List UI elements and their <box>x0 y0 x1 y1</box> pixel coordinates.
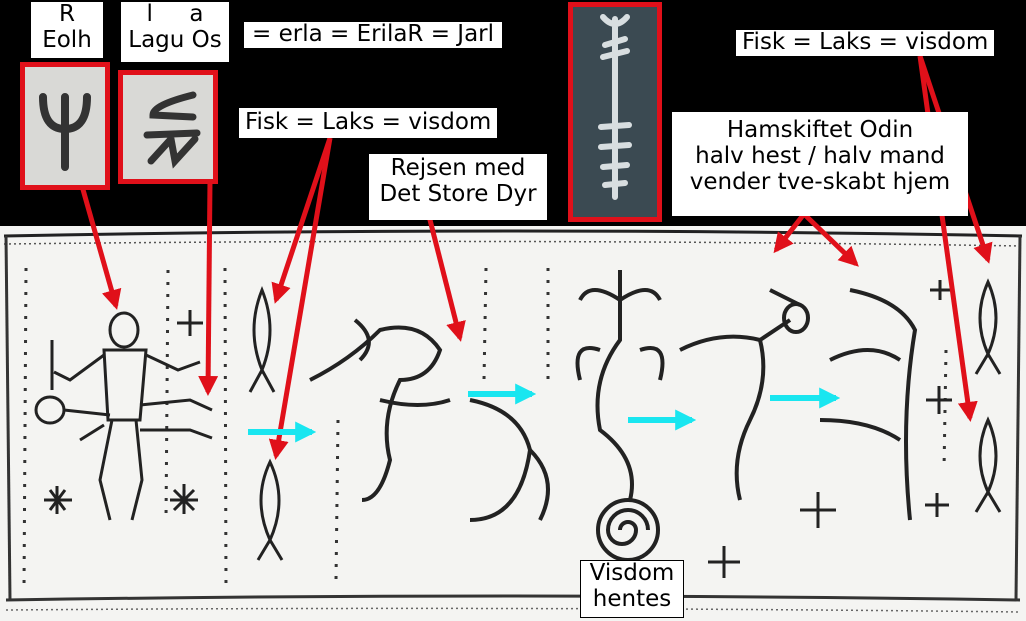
rune-r-letter: R <box>59 1 75 27</box>
fish-label-top-right: Fisk = Laks = visdom <box>736 29 995 56</box>
rune-la-label: l a Lagu Os <box>121 1 229 62</box>
star-glyphs <box>44 280 952 578</box>
stone-inscription-box <box>568 2 662 222</box>
rune-r-label: R Eolh <box>31 1 103 58</box>
cyan-journey-arrows <box>248 383 841 443</box>
rune-la-image-box <box>118 70 218 184</box>
wisdom-line-1: Visdom <box>589 560 675 586</box>
warrior-figure <box>34 311 213 521</box>
rune-la-letters: l a <box>146 1 204 27</box>
journey-line-2: Det Store Dyr <box>379 180 537 207</box>
rune-r-image-box <box>20 62 110 190</box>
dotted-dividers <box>22 267 948 591</box>
odin-line-2: halv hest / halv mand <box>695 142 945 169</box>
equation-label: = erla = ErilaR = Jarl <box>244 21 503 48</box>
wisdom-label: Visdom hentes <box>580 560 684 618</box>
great-beast <box>309 318 550 522</box>
journey-label: Rejsen med Det Store Dyr <box>369 154 547 220</box>
rune-la-names: Lagu Os <box>128 26 222 53</box>
stone-rune-icon <box>598 14 632 200</box>
wisdom-line-2: hentes <box>592 585 672 612</box>
rune-lagu-os-icon <box>143 91 201 169</box>
fish-glyphs <box>248 278 1002 561</box>
red-callout-arrows <box>79 55 993 460</box>
rune-r-name: Eolh <box>42 26 92 53</box>
odin-line-3: vender tve-skabt hjem <box>689 168 951 195</box>
wisdom-tree <box>575 270 665 562</box>
engraving-panel <box>0 226 1026 621</box>
odin-label: Hamskiftet Odin halv hest / halv mand ve… <box>672 112 968 216</box>
fish-label-mid: Fisk = Laks = visdom <box>239 108 498 138</box>
odin-halfhorse <box>679 288 918 521</box>
odin-line-1: Hamskiftet Odin <box>726 117 914 143</box>
journey-line-1: Rejsen med <box>390 155 526 181</box>
rune-eolh-icon <box>39 93 91 171</box>
